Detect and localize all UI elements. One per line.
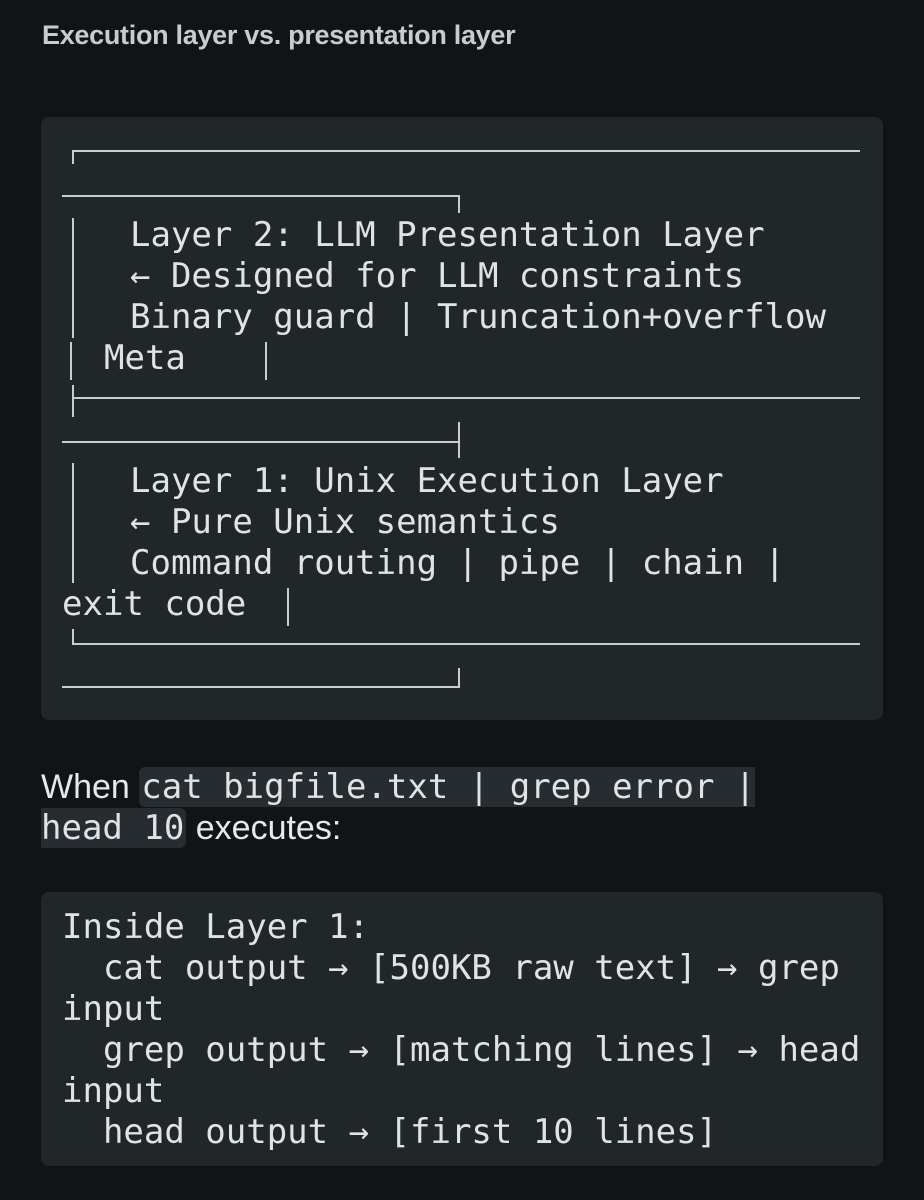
layer1-title: Layer 1: Unix Execution Layer (130, 461, 724, 501)
paragraph-prefix: When (41, 768, 130, 806)
section-heading: Execution layer vs. presentation layer (42, 20, 516, 50)
layer1-left-border (72, 463, 74, 583)
layer2-left-border (72, 218, 74, 338)
layer2-meta-left-border (70, 342, 72, 380)
layer2-meta-right-border (265, 342, 267, 380)
paragraph-suffix: executes: (195, 809, 342, 847)
layer2-features-tail: Meta (104, 338, 186, 378)
diagram-top-right-corner (458, 195, 460, 213)
separator-right-tee (458, 422, 460, 458)
layer2-features: Binary guard | Truncation+overflow (130, 297, 826, 337)
inline-command-code: cat bigfile.txt | grep error | head 10 (41, 767, 756, 848)
layer1-output-text: Inside Layer 1: cat output → [500KB raw … (62, 907, 861, 1152)
diagram-separator-wrap (62, 441, 460, 443)
diagram-top-border (72, 150, 860, 152)
command-description: When cat bigfile.txt | grep error | head… (41, 767, 841, 849)
layer-diagram-code-block: Layer 2: LLM Presentation Layer ← Design… (41, 117, 883, 720)
diagram-top-left-corner (72, 150, 74, 164)
diagram-bottom-border (72, 643, 860, 645)
layer2-note: ← Designed for LLM constraints (130, 256, 745, 296)
separator-left-tee (72, 385, 74, 417)
layer1-features-tail: exit code (62, 584, 247, 624)
layer1-features: Command routing | pipe | chain | (130, 543, 786, 583)
diagram-bottom-left-corner (72, 629, 74, 645)
diagram-bottom-right-corner (458, 668, 460, 688)
layer1-output-code-block: Inside Layer 1: cat output → [500KB raw … (41, 892, 883, 1166)
layer1-note: ← Pure Unix semantics (130, 502, 560, 542)
layer1-exit-code-right-border (287, 588, 289, 626)
diagram-bottom-border-wrap (62, 686, 460, 688)
diagram-top-border-wrap (62, 195, 460, 197)
layer2-title: Layer 2: LLM Presentation Layer (130, 215, 765, 255)
diagram-separator (72, 397, 860, 399)
